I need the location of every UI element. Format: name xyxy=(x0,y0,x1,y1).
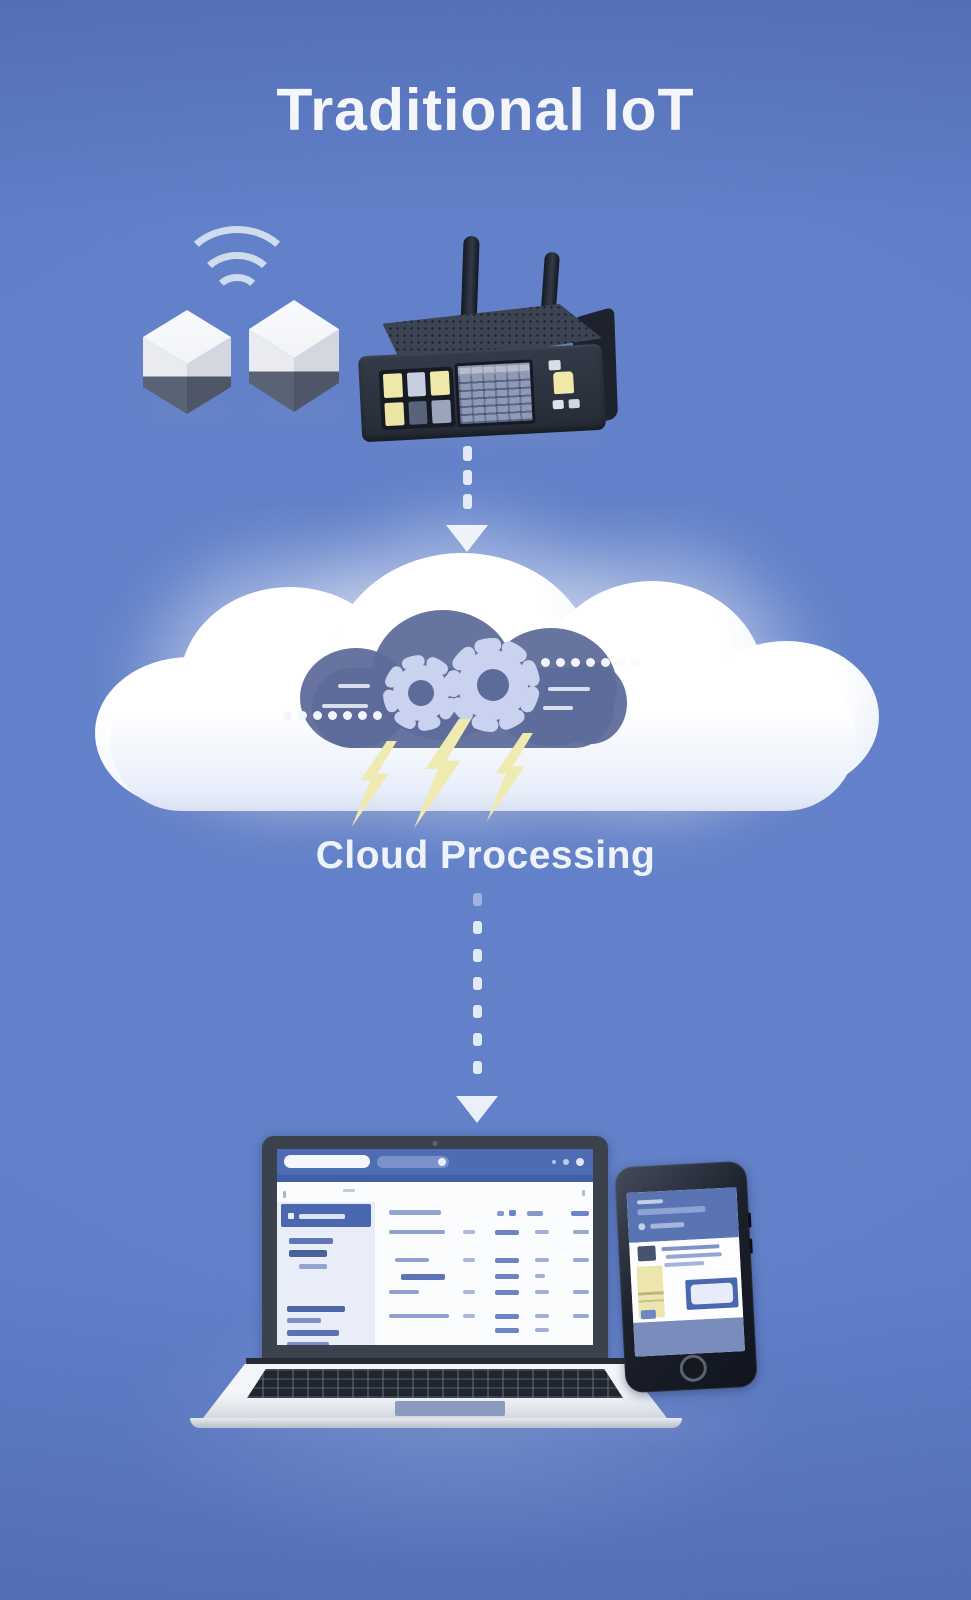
cloud-processing-label: Cloud Processing xyxy=(315,834,656,877)
gateway-router xyxy=(350,228,630,443)
phone-side-button xyxy=(749,1238,753,1254)
action-button xyxy=(685,1277,739,1311)
status-led-grid xyxy=(378,366,456,431)
data-dots xyxy=(541,658,640,667)
gear-icon xyxy=(383,638,540,732)
smartphone-dashboard xyxy=(614,1160,758,1394)
laptop-base xyxy=(203,1364,667,1418)
webcam-icon xyxy=(432,1141,438,1146)
lightning-icon xyxy=(351,719,533,829)
gateway-front-panel xyxy=(357,343,607,443)
sidebar-item xyxy=(287,1318,321,1323)
gateway-ports xyxy=(546,358,593,418)
phone-bezel xyxy=(614,1160,758,1394)
arrow-down-icon xyxy=(456,893,498,1123)
gateway-display xyxy=(454,359,536,428)
laptop-screen xyxy=(262,1136,608,1362)
address-bar xyxy=(284,1155,370,1168)
phone-app-content xyxy=(629,1237,744,1323)
search-bar xyxy=(377,1156,449,1168)
dashboard-table xyxy=(375,1202,593,1345)
phone-app-footer xyxy=(633,1317,745,1357)
home-button-icon xyxy=(679,1354,708,1383)
arrow-down-icon xyxy=(446,446,488,552)
dashboard-sidebar xyxy=(277,1202,375,1345)
window-controls xyxy=(552,1149,584,1175)
sidebar-item xyxy=(287,1342,329,1345)
browser-toolbar xyxy=(277,1149,593,1175)
laptop-trackpad xyxy=(395,1401,505,1416)
sensor-cube xyxy=(249,300,339,412)
data-dots xyxy=(283,711,382,720)
sensor-shadow xyxy=(248,404,354,420)
sidebar-logo xyxy=(281,1204,371,1227)
arrowhead xyxy=(446,525,488,552)
page-title: Traditional IoT xyxy=(276,77,695,143)
laptop-keyboard xyxy=(247,1369,623,1398)
phone-screen xyxy=(626,1187,745,1357)
sidebar-item xyxy=(289,1250,327,1257)
sidebar-item xyxy=(299,1264,327,1269)
cloud-processing-group xyxy=(85,545,885,835)
wifi-icon xyxy=(176,226,298,326)
thumbnail xyxy=(637,1245,657,1262)
sidebar-item xyxy=(289,1238,333,1244)
sidebar-item xyxy=(287,1330,339,1336)
phone-side-button xyxy=(747,1212,752,1228)
dashboard-ui xyxy=(277,1149,593,1345)
phone-app-header xyxy=(626,1187,739,1243)
laptop-hinge xyxy=(246,1358,626,1367)
arrowhead xyxy=(456,1096,498,1123)
dashboard-page xyxy=(277,1182,593,1345)
sidebar-item xyxy=(287,1306,345,1312)
sensor-cube xyxy=(143,310,231,414)
